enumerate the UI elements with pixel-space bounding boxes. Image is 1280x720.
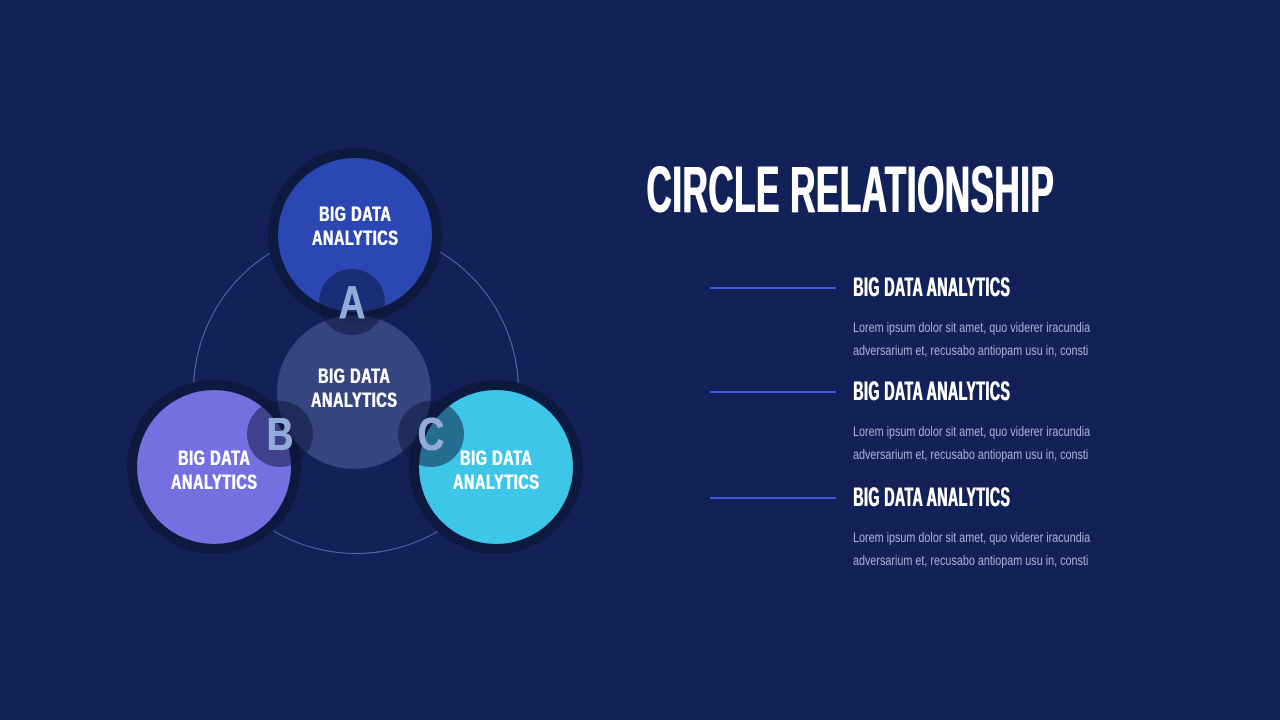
item-2-heading: BIG DATA ANALYTICS	[853, 376, 1011, 406]
center-circle-label: BIG DATA ANALYTICS	[310, 365, 398, 412]
circle-node-a-label: BIG DATA ANALYTICS	[311, 203, 399, 250]
circle-node-b-label: BIG DATA ANALYTICS	[170, 447, 258, 494]
slide-title: CIRCLE RELATIONSHIP	[646, 152, 1054, 226]
item-3-heading: BIG DATA ANALYTICS	[853, 482, 1011, 512]
connector-circle-a: A	[319, 269, 385, 335]
connector-letter-c: C	[417, 408, 445, 460]
item-2-accent-line	[710, 391, 836, 393]
circle-node-c-label: BIG DATA ANALYTICS	[452, 447, 540, 494]
connector-letter-b: B	[266, 408, 294, 460]
item-1-body: Lorem ipsum dolor sit amet, quo viderer …	[853, 320, 1091, 358]
item-2-body: Lorem ipsum dolor sit amet, quo viderer …	[853, 424, 1091, 462]
item-3-accent-line	[710, 497, 836, 499]
item-1-heading: BIG DATA ANALYTICS	[853, 272, 1011, 302]
item-3-body: Lorem ipsum dolor sit amet, quo viderer …	[853, 530, 1091, 568]
connector-letter-a: A	[338, 276, 366, 328]
connector-circle-c: C	[398, 401, 464, 467]
item-1-accent-line	[710, 287, 836, 289]
connector-circle-b: B	[247, 401, 313, 467]
